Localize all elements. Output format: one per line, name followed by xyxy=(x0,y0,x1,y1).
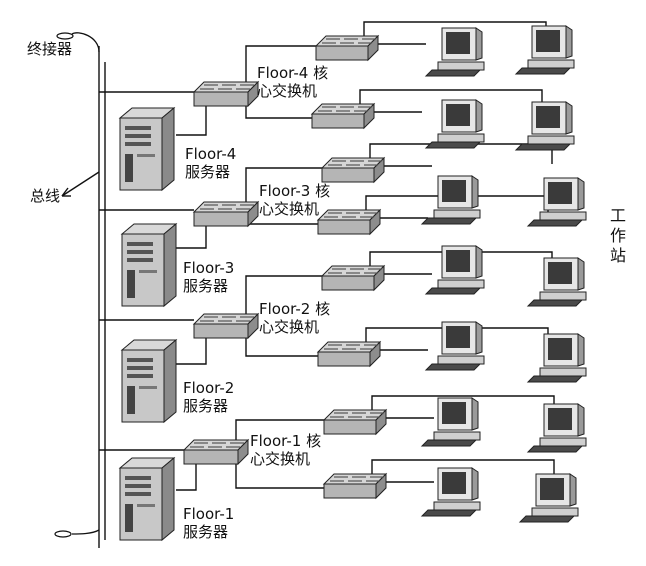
terminator-bottom-cable xyxy=(71,529,100,535)
floor-4-workstation-1 xyxy=(424,27,485,77)
terminator-bottom xyxy=(54,530,72,538)
floor-2-access-switch-1 xyxy=(320,264,386,292)
floor-2-workstation-2 xyxy=(526,257,587,307)
bus-label: 总线 xyxy=(30,187,61,205)
floor-2-core-switch xyxy=(192,312,260,340)
floor-2-core-switch-label: Floor-2 核心交换机 xyxy=(259,300,331,336)
floor-3-core-switch xyxy=(192,200,260,228)
floor-3-workstation-1 xyxy=(420,175,481,225)
floor-1-core-switch xyxy=(182,438,250,466)
floor-1-workstation-2 xyxy=(526,403,587,453)
floor-4-access-switch-2 xyxy=(310,102,376,130)
floor-4-access-switch-1 xyxy=(314,34,380,62)
floor-4-workstation-4 xyxy=(514,101,575,151)
floor-2-server xyxy=(120,338,178,424)
floor-4-switch-2-run-far xyxy=(359,89,543,110)
bus-pointer-head-a xyxy=(61,187,69,197)
floor-1-server-link xyxy=(176,464,197,491)
workstations-label: 工 作 站 xyxy=(609,206,626,265)
floor-4-workstation-2 xyxy=(514,25,575,75)
floor-4-core-switch xyxy=(192,80,260,108)
floor-2-workstation-1 xyxy=(424,245,485,295)
floor-3-access-switch-2 xyxy=(316,208,382,236)
floor-1-server xyxy=(118,456,176,542)
floor-3-access-switch-1 xyxy=(320,156,386,184)
floor-1-workstation-3 xyxy=(420,467,481,517)
bus-pointer xyxy=(61,171,100,197)
floor-2-workstation-4 xyxy=(526,333,587,383)
terminator-label: 终接器 xyxy=(27,40,73,58)
floor-2-workstation-3 xyxy=(424,321,485,371)
floor-4-workstation-3 xyxy=(424,99,485,149)
floor-4-core-switch-label: Floor-4 核心交换机 xyxy=(257,64,329,100)
floor-1-access-switch-1 xyxy=(322,408,388,436)
floor-1-workstation-1 xyxy=(420,397,481,447)
floor-4-server-link xyxy=(176,106,207,136)
floor-1-workstation-4 xyxy=(518,473,579,523)
floor-3-core-switch-label: Floor-3 核心交换机 xyxy=(259,182,331,218)
floor-4-server xyxy=(118,106,176,192)
floor-2-server-link xyxy=(176,338,207,365)
floor-3-server-link xyxy=(176,226,207,249)
floor-2-access-switch-2 xyxy=(316,340,382,368)
floor-1-switch-2-run-far xyxy=(371,459,555,480)
terminator-top xyxy=(56,32,74,40)
floor-1-access-switch-2 xyxy=(322,472,388,500)
floor-3-server xyxy=(120,222,178,308)
terminator-top-cable xyxy=(71,32,100,53)
floor-1-core-switch-label: Floor-1 核心交换机 xyxy=(250,432,322,468)
floor-3-workstation-2 xyxy=(526,177,587,227)
